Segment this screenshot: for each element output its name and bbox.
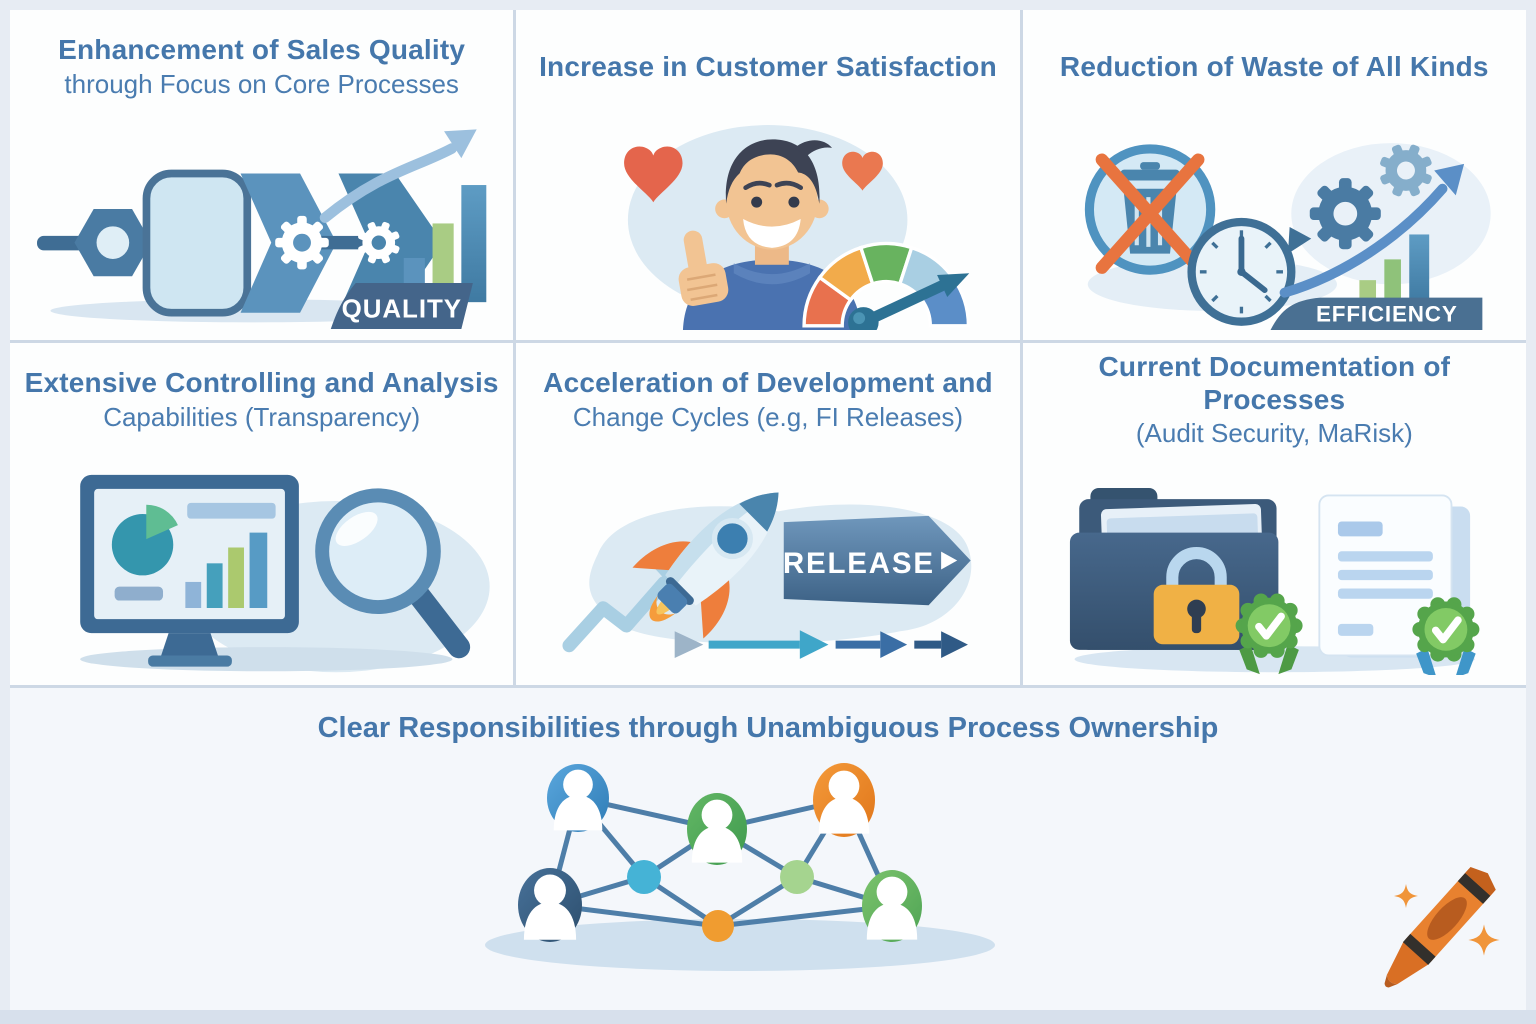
magnifier-icon xyxy=(315,488,471,659)
bottom-edge-strip xyxy=(0,1010,1536,1024)
network-people-icon xyxy=(485,763,1500,988)
crayon-icon xyxy=(1384,867,1500,988)
pie-chart-icon xyxy=(111,504,178,576)
panel-title-line2: Capabilities (Transparency) xyxy=(103,401,421,432)
panel-customer-satisfaction: Increase in Customer Satisfaction xyxy=(516,10,1020,340)
panel-title: Enhancement of Sales Quality through Foc… xyxy=(10,10,513,114)
panel-title-line1: Reduction of Waste of All Kinds xyxy=(1059,50,1489,82)
panel-title: Reduction of Waste of All Kinds xyxy=(1023,10,1526,114)
needle-arrow-icon xyxy=(848,273,970,330)
person-node-orange xyxy=(813,763,875,837)
thumbs-up-person-icon xyxy=(678,139,862,330)
person-node-green-right xyxy=(862,870,922,942)
waste-reduction-illustration: EFFICIENCY xyxy=(1084,135,1491,330)
efficiency-banner: EFFICIENCY xyxy=(1270,297,1483,330)
growth-arrow-icon xyxy=(319,129,477,223)
person-node-blue xyxy=(547,764,609,832)
quality-banner: QUALITY xyxy=(330,282,473,330)
cross-out-icon xyxy=(1095,153,1205,274)
locked-folder-icon xyxy=(1069,487,1303,675)
sparkle-icon xyxy=(1468,924,1500,956)
bar-chart-icon xyxy=(403,185,487,303)
panel-title: Increase in Customer Satisfaction xyxy=(516,10,1019,114)
connector-node-teal xyxy=(627,860,661,894)
panel-title-line2: Change Cycles (e.g, FI Releases) xyxy=(572,401,964,432)
infographic-grid: Enhancement of Sales Quality through Foc… xyxy=(10,10,1526,1010)
bar-chart-icon xyxy=(185,532,268,608)
quality-banner-label: QUALITY xyxy=(342,296,462,324)
rocket-icon xyxy=(632,492,779,639)
background-blob xyxy=(1290,143,1491,285)
panel-title-line1: Increase in Customer Satisfaction xyxy=(539,50,997,82)
controlling-analysis-illustration xyxy=(80,474,490,673)
growth-arrow-icon xyxy=(1279,163,1464,298)
panel-controlling-analysis: Extensive Controlling and Analysis Capab… xyxy=(10,343,514,685)
no-waste-trash-icon xyxy=(1084,144,1215,275)
panel-title-line1: Extensive Controlling and Analysis xyxy=(24,367,499,399)
release-arrow-banner: RELEASE xyxy=(783,515,971,606)
panel-sales-quality: Enhancement of Sales Quality through Foc… xyxy=(10,10,514,340)
bottom-panel-title: Clear Responsibilities through Unambiguo… xyxy=(317,712,1219,744)
analytics-monitor-icon xyxy=(80,474,299,667)
document-icon xyxy=(1318,494,1479,675)
clock-icon xyxy=(1187,217,1311,326)
connector-node-lightgreen xyxy=(780,860,814,894)
connector-node-orange xyxy=(702,910,734,942)
panel-title: Extensive Controlling and Analysis Capab… xyxy=(10,343,513,447)
panel-title-line1: Acceleration of Development and xyxy=(543,367,993,399)
panel-process-documentation: Current Documentation of Processes (Audi… xyxy=(1022,343,1526,685)
panel-title-line2: through Focus on Core Processes xyxy=(64,68,459,99)
sparkle-icon xyxy=(1394,884,1418,908)
panel-waste-reduction: Reduction of Waste of All Kinds xyxy=(1022,10,1526,340)
process-documentation-illustration xyxy=(1069,487,1526,675)
shadow xyxy=(80,647,453,672)
heart-icon xyxy=(842,151,884,191)
customer-satisfaction-illustration xyxy=(624,125,971,330)
certified-badge-icon xyxy=(1235,593,1302,675)
panel-title: Acceleration of Development and Change C… xyxy=(516,343,1019,447)
heart-icon xyxy=(624,146,683,203)
process-quality-illustration: QUALITY xyxy=(37,129,487,330)
timeline-arrows-icon xyxy=(675,630,969,659)
panel-title-line2: (Audit Security, MaRisk) xyxy=(1135,417,1413,448)
play-icon xyxy=(941,551,958,570)
panel-title: Current Documentation of Processes (Audi… xyxy=(1023,343,1526,447)
release-banner-label: RELEASE xyxy=(783,547,935,580)
panel-title-line1: Current Documentation of Processes xyxy=(1098,351,1451,415)
efficiency-banner-label: EFFICIENCY xyxy=(1316,302,1458,327)
development-acceleration-illustration: RELEASE xyxy=(562,492,972,659)
panel-process-ownership: Clear Responsibilities through Unambiguo… xyxy=(10,688,1526,1010)
process-chain-icon xyxy=(37,169,441,317)
person-node-green xyxy=(687,793,747,865)
padlock-icon xyxy=(1153,547,1239,645)
person-node-darkblue xyxy=(518,868,582,942)
panel-title-line1: Enhancement of Sales Quality xyxy=(58,34,466,66)
panel-development-acceleration: Acceleration of Development and Change C… xyxy=(516,343,1020,685)
certified-badge-icon xyxy=(1412,597,1479,675)
